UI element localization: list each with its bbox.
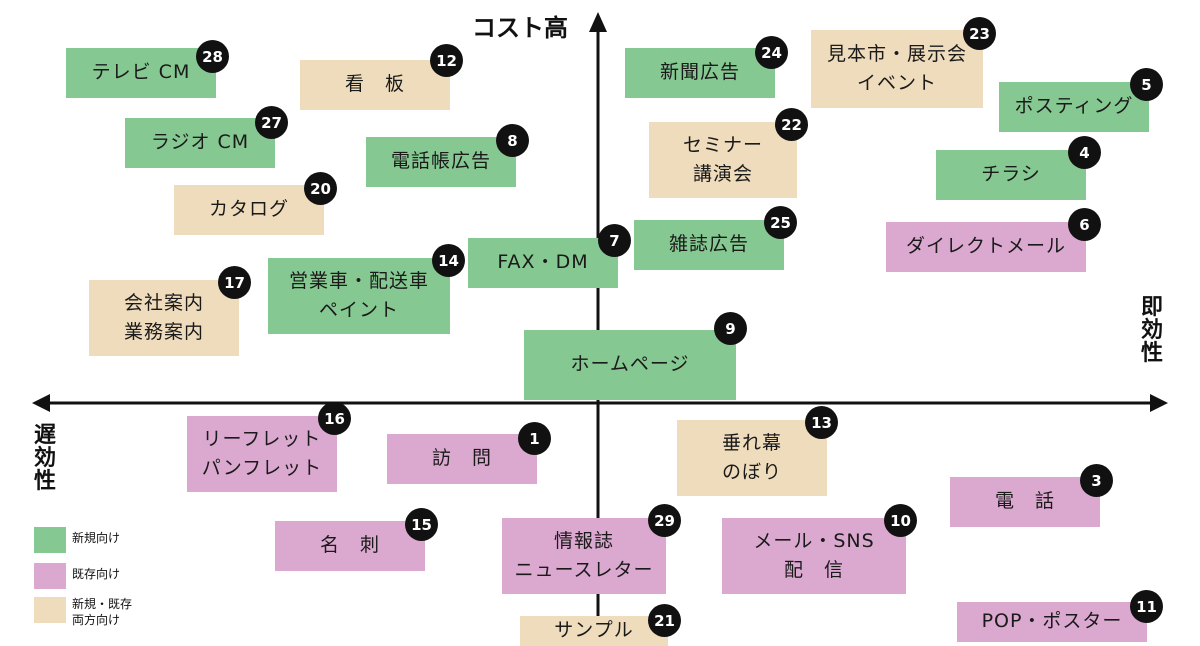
media-box: 雑誌広告 [634,220,784,270]
media-box-label: 看 板 [344,73,405,96]
number-badge: 6 [1068,208,1101,241]
media-box: 会社案内 業務案内 [89,280,239,356]
media-box: リーフレット パンフレット [187,416,337,492]
legend-swatch-both [34,597,66,623]
number-badge: 8 [496,124,529,157]
media-box: サンプル [520,616,668,646]
number-badge: 28 [196,40,229,73]
media-box: ホームページ [524,330,736,400]
media-box-label: 雑誌広告 [668,233,749,256]
axis-label-top: コスト高 [472,14,568,42]
media-box: 電話帳広告 [366,137,516,187]
media-box: メール・SNS 配 信 [722,518,906,594]
legend-label: 新規向け [72,531,121,545]
media-box: POP・ポスター [957,602,1147,642]
media-box: ダイレクトメール [886,222,1086,272]
number-badge: 5 [1130,68,1163,101]
media-box-label: ダイレクトメール [905,235,1066,258]
up-arrowhead [589,12,607,32]
media-box-label: カタログ [208,198,289,221]
media-box-label: 電 話 [994,490,1055,513]
axis-label-left: 遅効性 [33,423,56,495]
number-badge: 22 [775,108,808,141]
number-badge: 14 [432,244,465,277]
media-box: 電 話 [950,477,1100,527]
media-box: 見本市・展示会 イベント [811,30,983,108]
number-badge: 27 [255,106,288,139]
media-box: FAX・DM [468,238,618,288]
media-box: ラジオ CM [125,118,275,168]
media-box-label: ラジオ CM [150,131,250,154]
media-box: 看 板 [300,60,450,110]
media-box-label: ホームページ [570,353,690,376]
media-box-label: POP・ポスター [981,610,1123,633]
media-box: 情報誌 ニュースレター [502,518,666,594]
number-badge: 4 [1068,136,1101,169]
number-badge: 20 [304,172,337,205]
media-box-label: 電話帳広告 [390,150,491,173]
right-arrowhead [1150,394,1168,412]
number-badge: 24 [755,36,788,69]
number-badge: 9 [714,312,747,345]
media-box-label: テレビ CM [91,61,191,84]
axis-label-right: 即効性 [1140,295,1163,367]
media-box-label: FAX・DM [497,251,589,274]
media-box: カタログ [174,185,324,235]
legend-label: 新規・既存 両方向け [72,597,133,627]
number-badge: 16 [318,402,351,435]
media-box-label: ポスティング [1014,95,1134,118]
legend-swatch-new [34,527,66,553]
number-badge: 21 [648,604,681,637]
media-box: 営業車・配送車 ペイント [268,258,450,334]
media-box-label: 会社案内 業務案内 [123,291,204,343]
number-badge: 17 [218,266,251,299]
legend-swatch-existing [34,563,66,589]
number-badge: 7 [598,224,631,257]
media-box: 訪 問 [387,434,537,484]
number-badge: 1 [518,422,551,455]
media-box-label: サンプル [554,619,634,642]
media-box-label: 名 刺 [319,534,380,557]
media-box-label: 新聞広告 [659,61,740,84]
media-box-label: 情報誌 ニュースレター [514,529,654,581]
media-box-label: 訪 問 [431,447,492,470]
media-box-label: リーフレット パンフレット [201,427,323,479]
left-arrowhead [32,394,50,412]
media-box-label: 営業車・配送車 ペイント [288,269,429,321]
media-box: セミナー 講演会 [649,122,797,198]
number-badge: 25 [764,206,797,239]
media-box: 垂れ幕 のぼり [677,420,827,496]
number-badge: 11 [1130,590,1163,623]
number-badge: 3 [1080,464,1113,497]
number-badge: 23 [963,17,996,50]
number-badge: 10 [884,504,917,537]
media-box: 新聞広告 [625,48,775,98]
media-box: ポスティング [999,82,1149,132]
number-badge: 29 [648,504,681,537]
number-badge: 15 [405,508,438,541]
media-box: テレビ CM [66,48,216,98]
media-box-label: チラシ [981,163,1041,186]
media-box: チラシ [936,150,1086,200]
legend-label: 既存向け [72,567,121,581]
number-badge: 12 [430,44,463,77]
media-box-label: メール・SNS 配 信 [753,529,875,581]
media-box-label: 垂れ幕 のぼり [721,431,782,483]
number-badge: 13 [805,406,838,439]
media-box-label: 見本市・展示会 イベント [826,42,967,94]
media-box-label: セミナー 講演会 [682,133,763,185]
media-box: 名 刺 [275,521,425,571]
